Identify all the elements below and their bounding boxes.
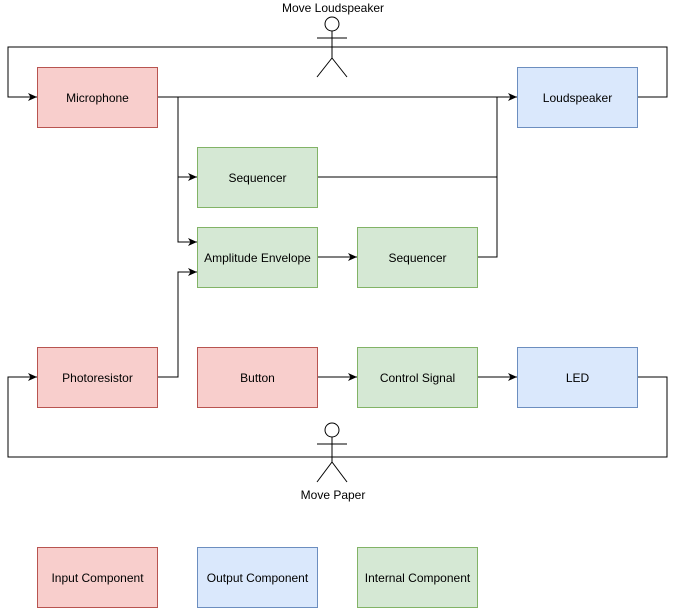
edge-sequencer-mid-loudspeaker xyxy=(478,177,498,258)
legend-output-component: Output Component xyxy=(197,547,318,608)
node-led[interactable]: LED xyxy=(517,347,638,408)
node-amplitude-envelope[interactable]: Amplitude Envelope xyxy=(197,227,318,288)
edge-led-photoresistor-loop xyxy=(7,373,668,458)
legend-input-component: Input Component xyxy=(37,547,158,608)
node-microphone[interactable]: Microphone xyxy=(37,67,158,128)
node-loudspeaker[interactable]: Loudspeaker xyxy=(517,67,638,128)
actor-label-move-loudspeaker: Move Loudspeaker xyxy=(281,1,385,15)
node-sequencer-top[interactable]: Sequencer xyxy=(197,147,318,208)
edge-microphone-sequencer xyxy=(177,97,197,181)
node-button[interactable]: Button xyxy=(197,347,318,408)
actor-label-move-paper: Move Paper xyxy=(300,488,366,502)
edge-loudspeaker-microphone-loop xyxy=(7,46,668,101)
edge-sequencer-top-loudspeaker xyxy=(318,97,498,178)
edge-photoresistor-amplitude xyxy=(158,268,197,378)
node-control-signal[interactable]: Control Signal xyxy=(357,347,478,408)
actor-move-paper-icon xyxy=(316,422,348,483)
legend-internal-component: Internal Component xyxy=(357,547,478,608)
edge-microphone-amplitude xyxy=(177,177,197,246)
actor-move-loudspeaker-icon xyxy=(316,16,348,78)
node-photoresistor[interactable]: Photoresistor xyxy=(37,347,158,408)
node-sequencer-mid[interactable]: Sequencer xyxy=(357,227,478,288)
